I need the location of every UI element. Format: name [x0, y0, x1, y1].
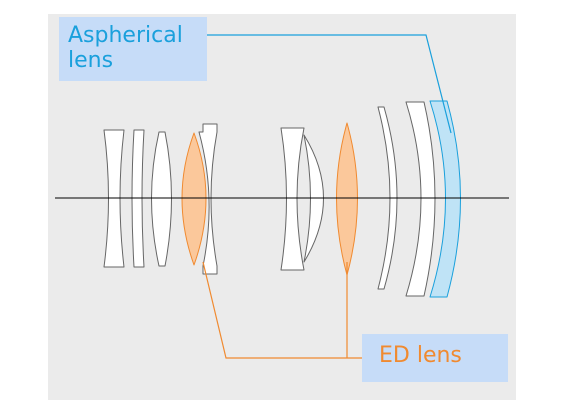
- rear-group-element-1: [280, 127, 305, 271]
- rear-group-aspherical-element: [429, 100, 461, 298]
- rear-group-element-4: [377, 106, 398, 290]
- ed-label-text: ED lens: [379, 343, 462, 368]
- ed-leader-line-front: [202, 261, 362, 359]
- front-group-element-5: [198, 123, 218, 275]
- aspherical-lens-label: Aspherical lens: [59, 17, 207, 81]
- aspherical-label-line1: Aspherical: [68, 23, 183, 48]
- rear-group-ed-element: [336, 122, 358, 276]
- front-group-element-3: [151, 131, 172, 267]
- aspherical-label-line2: lens: [68, 47, 114, 73]
- front-group-ed-element: [181, 132, 207, 266]
- rear-group-element-5: [405, 101, 436, 297]
- ed-lens-label: ED lens: [362, 334, 508, 382]
- aspherical-leader-line: [207, 34, 452, 134]
